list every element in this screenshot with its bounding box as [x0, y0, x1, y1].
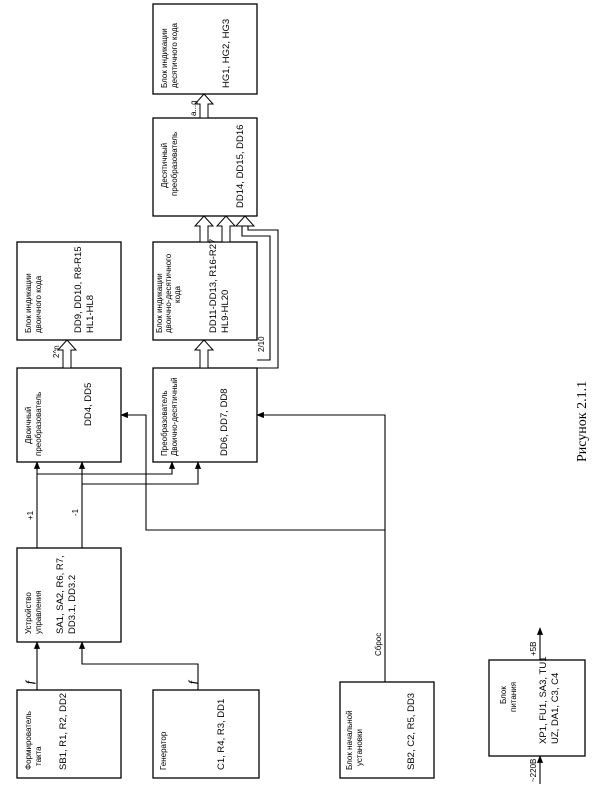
signal-reset: Сброс — [374, 633, 383, 656]
signal-plus-one: +1 — [26, 510, 35, 520]
bcd-converter-title: ПреобразовательДвоично-десятичный — [160, 377, 179, 456]
bus-loop-head — [234, 215, 256, 227]
bcd-display-title: Блок индикациидвоично-десятичногокода — [155, 253, 182, 333]
figure-caption: Рисунок 2.1.1 — [575, 381, 590, 462]
signal-bin-bus: 2^n — [52, 345, 61, 358]
control-block — [16, 547, 122, 643]
former-parts: SB1, R1, R2, DD2 — [58, 693, 69, 770]
decimal-display-parts: HG1, HG2, HG3 — [221, 19, 232, 88]
decimal-converter-block — [152, 117, 258, 217]
decimal-converter-title: Десятичныйпреобразователь — [160, 132, 179, 196]
former-block — [16, 689, 122, 779]
reset-block — [339, 681, 435, 779]
decimal-display-block — [152, 3, 258, 95]
bcd-converter-block — [152, 367, 258, 463]
binary-display-title: Блок индикациидвоичного кода — [24, 273, 43, 333]
binary-converter-parts: DD4, DD5 — [83, 383, 94, 426]
bus-segments — [193, 93, 215, 119]
power-parts-1: XP1, FU1, SA3, TU1 — [538, 657, 549, 744]
bus-loop-inner — [241, 226, 271, 361]
signal-bcd-bus: 2/10 — [257, 336, 266, 352]
reset-block-title: Блок начальнойустановки — [345, 710, 364, 770]
wire-generator-to-control — [78, 641, 199, 690]
reset-block-parts: SB2, C2, R5, DD3 — [406, 693, 417, 770]
bcd-display-parts-1: DD11-DD13, R16-R27 — [208, 239, 219, 333]
wire-reset-branch — [120, 411, 385, 531]
former-title: Формировательтакта — [24, 711, 43, 770]
wire-plus-one-to-bcd — [37, 461, 176, 475]
power-block — [488, 659, 586, 757]
bus-binary — [56, 339, 78, 369]
bcd-display-parts-2: HL9-HL20 — [220, 290, 231, 333]
control-parts-1: SA1, SA2, R6, R7, — [55, 555, 66, 634]
bus-bcd-to-decimal-b — [215, 215, 237, 243]
decimal-display-title: Блок индикациидесятичного кода — [160, 22, 179, 88]
power-title: Блокпитания — [499, 682, 518, 712]
binary-display-parts-1: DD9, DD10, R8-R15 — [73, 246, 84, 333]
power-parts-2: UZ, DA1, C3, C4 — [550, 673, 561, 744]
binary-converter-block — [16, 367, 122, 463]
bus-loop-outer — [247, 226, 279, 369]
generator-block — [152, 689, 260, 779]
wire-reset — [256, 411, 386, 682]
wire-minus-one-to-bcd — [82, 461, 202, 485]
binary-converter-title: Двоичныйпреобразователь — [24, 392, 43, 456]
signal-plus-5v: +5В — [529, 642, 538, 656]
bcd-display-block — [152, 241, 258, 341]
bus-bcd-to-decimal-a — [193, 215, 215, 243]
binary-display-block — [16, 241, 122, 341]
signal-f-generator: f — [188, 679, 199, 684]
generator-parts: C1, R4, R3, DD1 — [216, 699, 227, 770]
signal-f-clock: f — [25, 679, 36, 684]
bus-bcd — [193, 339, 215, 369]
bcd-converter-parts: DD6, DD7, DD8 — [219, 388, 230, 456]
control-title: Устройствоуправления — [24, 590, 43, 634]
binary-display-parts-2: HL1-HL8 — [85, 295, 96, 333]
decimal-converter-parts: DD14, DD15, DD16 — [235, 125, 246, 208]
signal-seg-bus: a...g — [189, 100, 198, 116]
generator-title: Генератор — [159, 731, 168, 770]
control-parts-2: DD3.1, DD3.2 — [67, 575, 78, 634]
signal-minus-one: -1 — [71, 508, 80, 516]
signal-mains: ~220В — [529, 759, 538, 782]
